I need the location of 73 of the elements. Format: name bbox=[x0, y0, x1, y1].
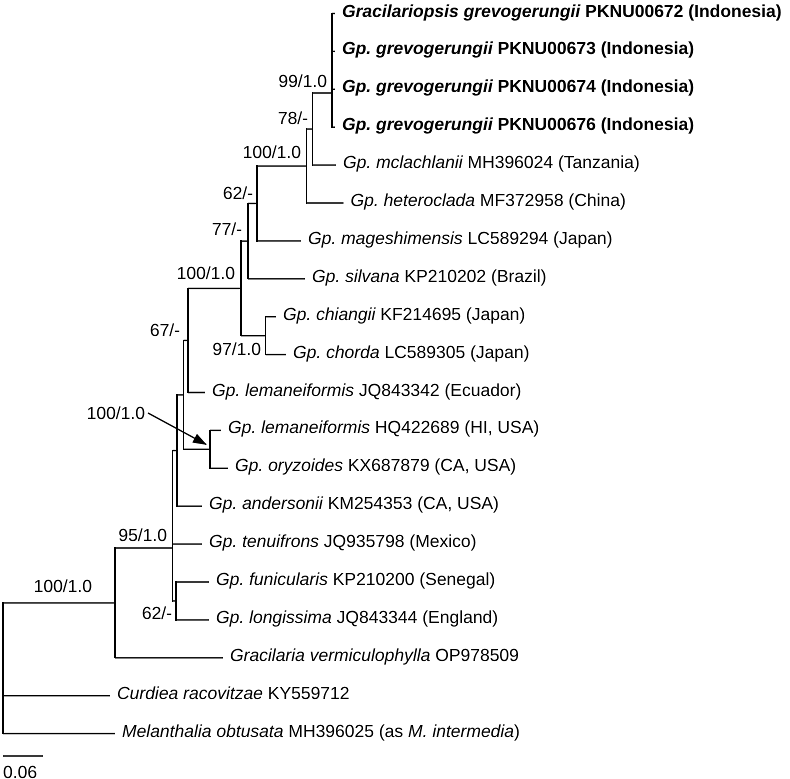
clade-node-line bbox=[265, 316, 266, 356]
support-value: 100/1.0 bbox=[176, 262, 235, 284]
taxon-label: Gp. longissima JQ843344 (England) bbox=[216, 606, 498, 627]
clade-node-line bbox=[114, 547, 116, 658]
taxon-label: Gp. mclachlanii MH396024 (Tanzania) bbox=[343, 152, 640, 172]
branch-line bbox=[248, 278, 305, 280]
taxon-label: Gp. heteroclada MF372958 (China) bbox=[350, 190, 626, 210]
branch-line bbox=[172, 543, 202, 545]
support-value: 99/1.0 bbox=[278, 70, 327, 92]
clade-node-line bbox=[306, 128, 308, 204]
branch-line bbox=[306, 128, 313, 130]
clade-node-line bbox=[175, 581, 177, 621]
clade-node-line bbox=[2, 602, 4, 734]
branch-line bbox=[184, 448, 210, 450]
clade-node-line bbox=[209, 430, 211, 469]
support-value: 78/- bbox=[278, 108, 308, 128]
taxon-label: Gracilaria vermiculophylla OP978509 bbox=[230, 644, 519, 665]
branch-line bbox=[306, 202, 344, 204]
taxon-label: Gp. oryzoides KX687879 (CA, USA) bbox=[235, 455, 516, 476]
leader-arrow bbox=[148, 412, 207, 445]
branch-line bbox=[257, 240, 301, 242]
branch-line bbox=[188, 288, 241, 290]
taxon-label: Gracilariopsis grevogerungii PKNU00672 (Indonesia) bbox=[342, 0, 782, 21]
branch-line bbox=[176, 619, 209, 621]
branch-line bbox=[115, 547, 173, 549]
clade-node-line bbox=[176, 394, 178, 507]
branch-line bbox=[176, 581, 209, 583]
clade-node-line bbox=[187, 288, 189, 394]
branch-line bbox=[312, 92, 332, 94]
clade-node-line bbox=[240, 240, 242, 336]
taxon-label: Gp. chorda LC589305 (Japan) bbox=[293, 342, 530, 362]
taxon-label: Gp. grevogerungii PKNU00674 (Indonesia) bbox=[342, 76, 694, 96]
branch-line bbox=[266, 354, 286, 356]
branch-line bbox=[210, 468, 228, 469]
support-value: 97/1.0 bbox=[212, 338, 261, 360]
support-value: 62/- bbox=[222, 182, 253, 204]
branch-line bbox=[257, 165, 307, 167]
branch-line bbox=[210, 430, 221, 432]
taxon-label: Curdiea racovitzae KY559712 bbox=[117, 682, 350, 703]
clade-node-line bbox=[172, 450, 174, 602]
branch-line bbox=[241, 334, 266, 336]
clade-node-line bbox=[331, 12, 333, 128]
clade-node-line bbox=[247, 202, 249, 280]
taxon-label: Melanthalia obtusata MH396025 (as M. intermedia) bbox=[122, 720, 520, 741]
support-value: 100/1.0 bbox=[34, 576, 92, 596]
clade-node-line bbox=[256, 165, 258, 242]
support-value: 95/1.0 bbox=[118, 524, 167, 546]
support-value: 67/- bbox=[150, 320, 180, 340]
branch-line bbox=[177, 506, 202, 507]
taxon-label: Gp. funicularis KP210200 (Senegal) bbox=[216, 568, 496, 590]
taxon-label: Gp. andersonii KM254353 (CA, USA) bbox=[209, 493, 499, 514]
branch-line bbox=[115, 657, 223, 658]
support-value: 62/- bbox=[142, 602, 172, 624]
taxon-label: Gp. grevogerungii PKNU00676 (Indonesia) bbox=[342, 114, 694, 134]
support-value: 100/1.0 bbox=[242, 142, 301, 162]
scale-value: 0.06 bbox=[3, 762, 38, 779]
clade-node-line bbox=[182, 340, 184, 450]
branch-line bbox=[3, 732, 115, 734]
taxon-label: Gp. tenuifrons JQ935798 (Mexico) bbox=[209, 531, 476, 552]
taxon-label: Gp. grevogerungii PKNU00673 (Indonesia) bbox=[342, 38, 694, 58]
support-value: 77/- bbox=[212, 218, 242, 240]
clade-node-line bbox=[312, 92, 314, 166]
branch-line bbox=[3, 695, 110, 696]
taxon-label: Gp. silvana KP210202 (Brazil) bbox=[312, 266, 546, 286]
taxon-label: Gp. mageshimensis LC589294 (Japan) bbox=[308, 228, 612, 248]
branch-line bbox=[312, 164, 336, 166]
taxon-label: Gp. lemaneiformis JQ843342 (Ecuador) bbox=[212, 379, 522, 400]
support-value: 100/1.0 bbox=[86, 402, 145, 424]
branch-line bbox=[3, 602, 115, 604]
branch-line bbox=[266, 316, 276, 318]
branch-line bbox=[188, 392, 205, 394]
taxon-label: Gp. chiangii KF214695 (Japan) bbox=[283, 304, 526, 324]
taxon-label: Gp. lemaneiformis HQ422689 (HI, USA) bbox=[228, 417, 540, 438]
